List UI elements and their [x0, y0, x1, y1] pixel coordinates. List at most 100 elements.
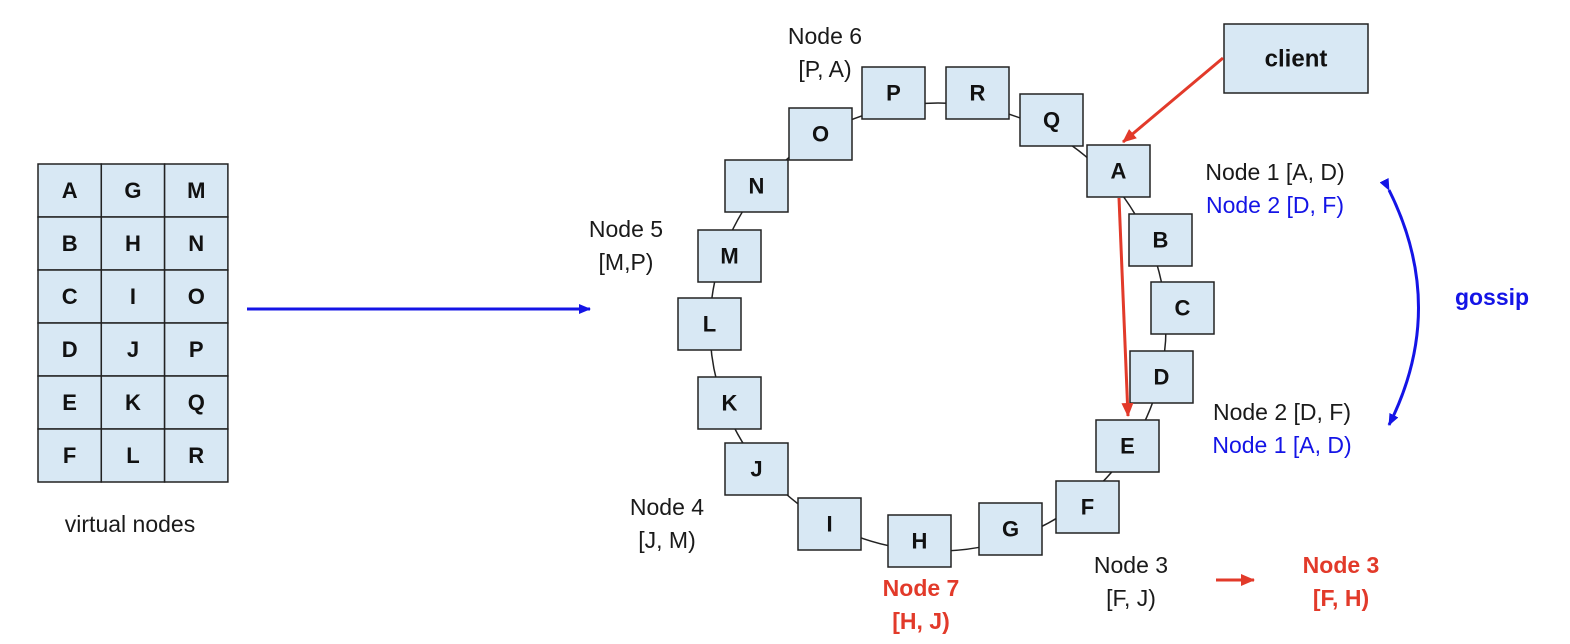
client-label: client	[1265, 46, 1328, 73]
vnode-q-label: Q	[188, 390, 205, 415]
ring-token-b-box	[1128, 213, 1193, 267]
ring-token-r-label: R	[970, 81, 986, 106]
ring-token-a: A	[1086, 144, 1151, 198]
ring-token-f: F	[1055, 480, 1120, 534]
client-node: client	[1223, 23, 1369, 94]
ring-token-n: N	[724, 159, 789, 213]
vnode-j: J	[100, 322, 166, 377]
ring-token-a-box	[1086, 144, 1151, 198]
vnode-m: M	[163, 163, 229, 218]
vnode-r: R	[163, 428, 229, 483]
vnode-p: P	[163, 322, 229, 377]
vnode-k-label: K	[125, 390, 141, 415]
vnode-o-label: O	[188, 284, 205, 309]
node3-name: Node 3	[1093, 552, 1169, 578]
vnode-i-box	[100, 269, 166, 324]
vnode-p-label: P	[189, 337, 204, 362]
vnode-o: O	[163, 269, 229, 324]
node2-membership: Node 2 [D, F) Node 1 [A, D)	[1197, 396, 1367, 462]
vnode-c-label: C	[62, 284, 78, 309]
ring-token-p: P	[861, 66, 926, 120]
ring-token-k: K	[697, 376, 762, 430]
vnode-p-box	[163, 322, 229, 377]
ring-token-c-box	[1150, 281, 1215, 335]
ring-token-h-box	[887, 514, 952, 568]
ring-token-o: O	[788, 107, 853, 161]
vnode-i: I	[100, 269, 166, 324]
ring-token-b: B	[1128, 213, 1193, 267]
ring-token-l-label: L	[703, 312, 716, 337]
ring-token-r-box	[945, 66, 1010, 120]
node1-peer: Node 2 [D, F)	[1205, 192, 1345, 218]
ring-token-r: R	[945, 66, 1010, 120]
gossip-label: gossip	[1454, 284, 1530, 310]
ring-token-j-box	[724, 442, 789, 496]
vnode-j-label: J	[127, 337, 139, 362]
vnode-n-box	[163, 216, 229, 271]
vnode-i-label: I	[130, 284, 136, 309]
vnode-h: H	[100, 216, 166, 271]
node7-label: Node 7 [H, J)	[866, 572, 976, 638]
ring-token-m: M	[697, 229, 762, 283]
node3-label: Node 3 [F, J)	[1076, 549, 1186, 615]
replication-arrow	[1117, 197, 1134, 417]
vnode-b-label: B	[62, 231, 78, 256]
vnode-r-label: R	[188, 443, 204, 468]
vnode-a-box	[37, 163, 103, 218]
node5-label: Node 5 [M,P)	[571, 213, 681, 279]
node5-name: Node 5	[588, 216, 664, 242]
ring-token-g: G	[978, 502, 1043, 556]
node4-label: Node 4 [J, M)	[612, 491, 722, 557]
ring-token-f-box	[1055, 480, 1120, 534]
ring-token-f-label: F	[1081, 495, 1094, 520]
gossip-arc	[1379, 177, 1420, 426]
ring-token-j: J	[724, 442, 789, 496]
node6-name: Node 6	[787, 23, 863, 49]
vnode-d-label: D	[62, 337, 78, 362]
vnode-f: F	[37, 428, 103, 483]
ring-token-i-box	[797, 497, 862, 551]
node3-new-label: Node 3 [F, H)	[1286, 549, 1396, 615]
client-request-arrow	[1122, 56, 1224, 144]
ring-token-d-label: D	[1154, 365, 1170, 390]
node3-range: [F, J)	[1106, 585, 1156, 611]
ring-token-j-label: J	[750, 457, 762, 482]
ring-token-q: Q	[1019, 93, 1084, 147]
node5-range: [M,P)	[598, 249, 654, 275]
node7-name: Node 7	[882, 575, 960, 601]
vnode-m-label: M	[187, 178, 205, 203]
vnode-e: E	[37, 375, 103, 430]
ring-token-q-label: Q	[1043, 108, 1060, 133]
vnode-b: B	[37, 216, 103, 271]
ring-token-b-label: B	[1153, 228, 1169, 253]
node3-new-range: [F, H)	[1312, 585, 1370, 611]
ring-token-i: I	[797, 497, 862, 551]
vnode-d: D	[37, 322, 103, 377]
vnode-g: G	[100, 163, 166, 218]
ring-token-p-label: P	[886, 81, 901, 106]
ring-token-e-box	[1095, 419, 1160, 473]
vnode-g-label: G	[124, 178, 141, 203]
vnode-q: Q	[163, 375, 229, 430]
ring-token-a-label: A	[1111, 159, 1127, 184]
vnode-l-box	[100, 428, 166, 483]
node3-new-name: Node 3	[1302, 552, 1380, 578]
ring-token-i-label: I	[826, 512, 832, 537]
node2-self: Node 2 [D, F)	[1212, 399, 1352, 425]
node6-label: Node 6 [P, A)	[770, 20, 880, 86]
ring-token-n-box	[724, 159, 789, 213]
vnode-e-label: E	[62, 390, 77, 415]
vnode-h-label: H	[125, 231, 141, 256]
node1-membership: Node 1 [A, D) Node 2 [D, F)	[1190, 156, 1360, 222]
vnode-g-box	[100, 163, 166, 218]
ring-token-n-label: N	[749, 174, 765, 199]
ring-token-d: D	[1129, 350, 1194, 404]
ring-token-o-label: O	[812, 122, 829, 147]
vnode-a: A	[37, 163, 103, 218]
vnode-l-label: L	[126, 443, 139, 468]
vnode-c: C	[37, 269, 103, 324]
node4-range: [J, M)	[638, 527, 696, 553]
